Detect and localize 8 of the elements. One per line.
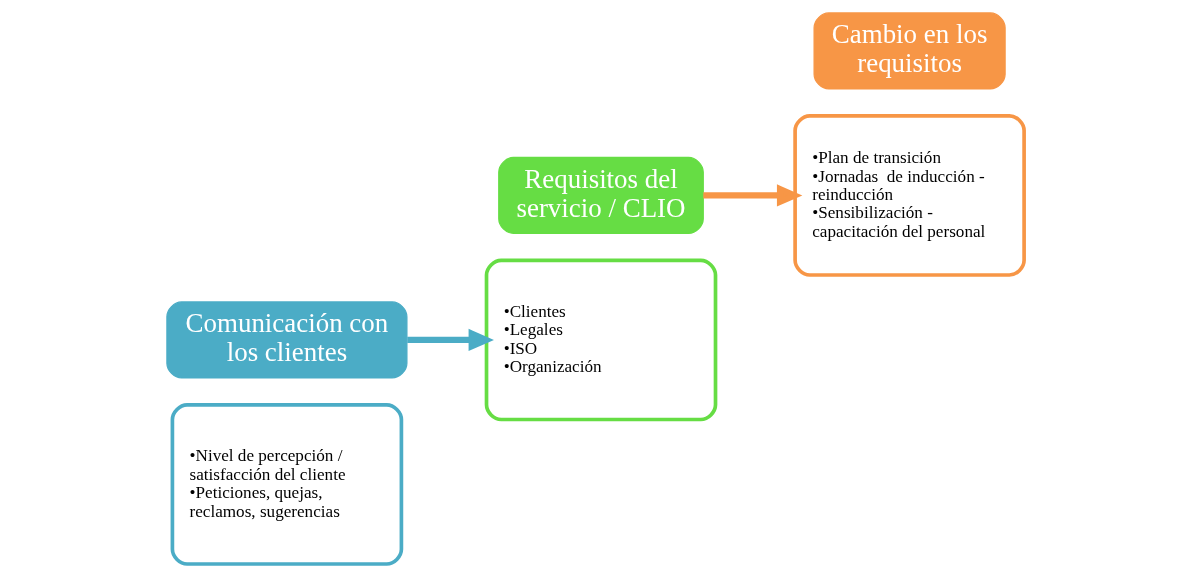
node-box: •Plan de transición •Jornadas de inducción - reinducción •Sensibilización - capacitación del personal xyxy=(793,114,1026,277)
node-box: Comunicación con los clientes xyxy=(166,301,408,379)
node-box: •Nivel de percepción / satisfacción del cliente •Peticiones, quejas, reclamos, sugerencias xyxy=(170,403,404,566)
node-box: Requisitos del servicio / CLIO xyxy=(498,156,704,234)
arrow xyxy=(407,328,494,352)
arrow xyxy=(703,184,803,207)
node-box: •Clientes •Legales •ISO •Organización xyxy=(484,258,718,422)
node-box: Cambio en los requisitos xyxy=(813,12,1006,90)
